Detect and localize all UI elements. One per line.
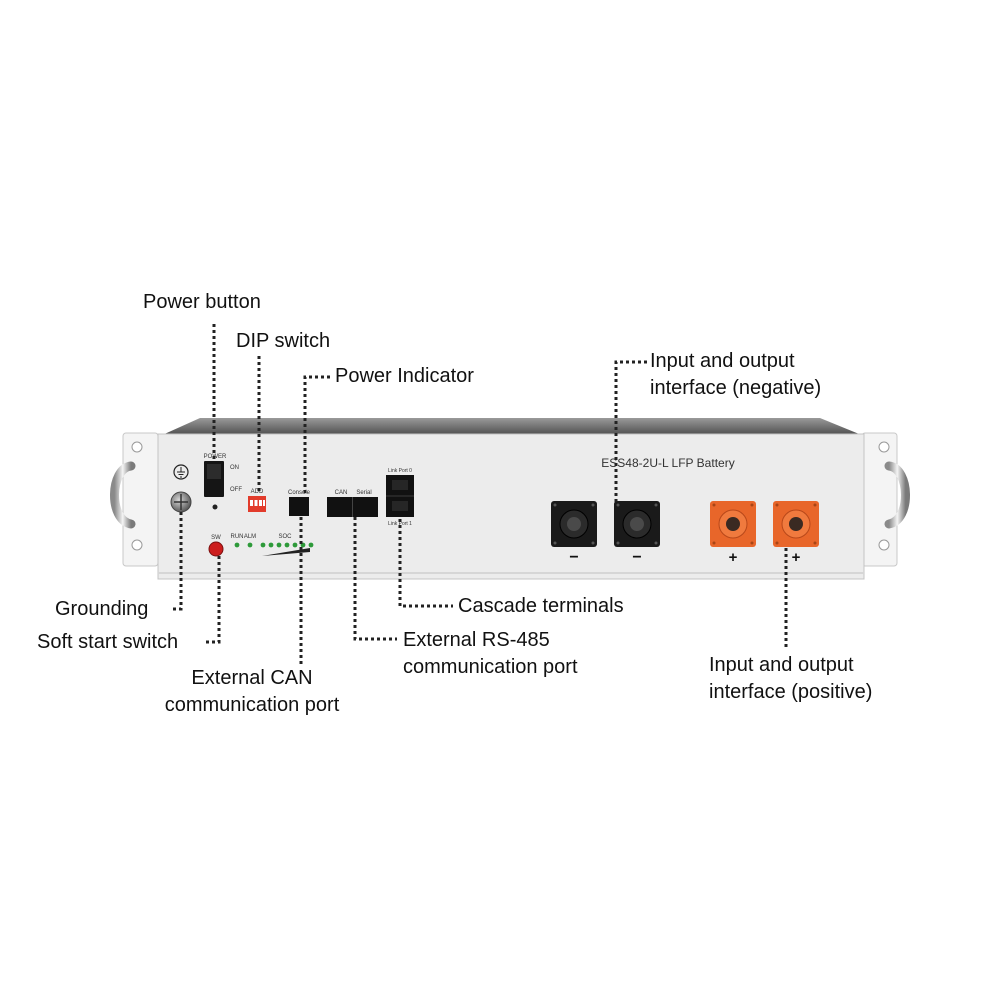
negative-terminal-2[interactable] [614, 501, 660, 547]
soft-start-switch[interactable]: SW [208, 535, 224, 557]
alm-label: ALM [244, 534, 256, 540]
serial-label: Serial [356, 490, 371, 496]
link0-label: Link Port 0 [388, 468, 412, 474]
on-label: ON [230, 465, 239, 471]
off-label: OFF [230, 487, 242, 493]
callout-power-button: Power button [143, 291, 261, 313]
left-handle [110, 461, 136, 529]
positive-terminal-2[interactable] [773, 501, 819, 547]
leader-rs485 [353, 517, 397, 641]
leader-io-negative [614, 360, 647, 502]
plus-sign-1: + [729, 549, 738, 566]
callout-grounding: Grounding [55, 598, 149, 620]
positive-terminal-1[interactable] [710, 501, 756, 547]
callout-io-negative-line1: Input and output [650, 350, 795, 372]
plus-sign-2: + [792, 549, 801, 566]
soc-label: SOC [278, 534, 292, 540]
leader-power-indicator [303, 375, 330, 495]
leader-grounding [170, 512, 183, 611]
link-ports[interactable]: Link Port 0 Link Port 1 [386, 468, 414, 527]
model-label: ESS48-2U-L LFP Battery [601, 456, 734, 470]
can-label: CAN [335, 490, 348, 496]
can-serial-ports[interactable]: CAN Serial [327, 490, 378, 517]
leader-soft-start [203, 556, 221, 644]
callout-io-positive: Input and output interface (positive) [709, 652, 872, 706]
dip-switch[interactable]: ADD [248, 489, 266, 512]
callout-rs485-line1: External RS-485 [403, 629, 550, 651]
callout-io-negative-line2: interface (negative) [650, 377, 822, 399]
left-rack-ear [122, 432, 159, 567]
addr-label: ADD [251, 489, 264, 495]
sw-label: SW [211, 535, 221, 541]
right-rack-ear [861, 432, 898, 567]
callout-io-positive-line2: interface (positive) [709, 681, 873, 703]
callout-io-positive-line1: Input and output [709, 654, 854, 676]
status-leds: RUN ALM SOC [231, 534, 314, 556]
callout-rs485-line2: communication port [403, 656, 578, 678]
callout-can-port-line1: External CAN [191, 667, 313, 689]
callout-io-negative: Input and output interface (negative) [650, 348, 821, 402]
chassis-top [160, 418, 864, 436]
run-label: RUN [231, 534, 244, 540]
minus-sign-2: − [632, 549, 641, 566]
callout-soft-start: Soft start switch [37, 631, 179, 653]
negative-terminal-1[interactable] [551, 501, 597, 547]
leader-cascade [398, 519, 453, 608]
callout-can-port: External CAN communication port [152, 665, 352, 719]
callout-cascade: Cascade terminals [458, 595, 624, 617]
callout-power-indicator: Power Indicator [335, 365, 474, 387]
minus-sign-1: − [569, 549, 578, 566]
console-port[interactable]: Console [288, 490, 311, 516]
callout-can-port-line2: communication port [164, 694, 340, 716]
console-label: Console [288, 490, 311, 496]
callout-rs485: External RS-485 communication port [403, 627, 578, 681]
callout-dip-switch: DIP switch [236, 330, 331, 352]
right-handle [884, 461, 910, 529]
link1-label: Link Port 1 [388, 521, 412, 527]
